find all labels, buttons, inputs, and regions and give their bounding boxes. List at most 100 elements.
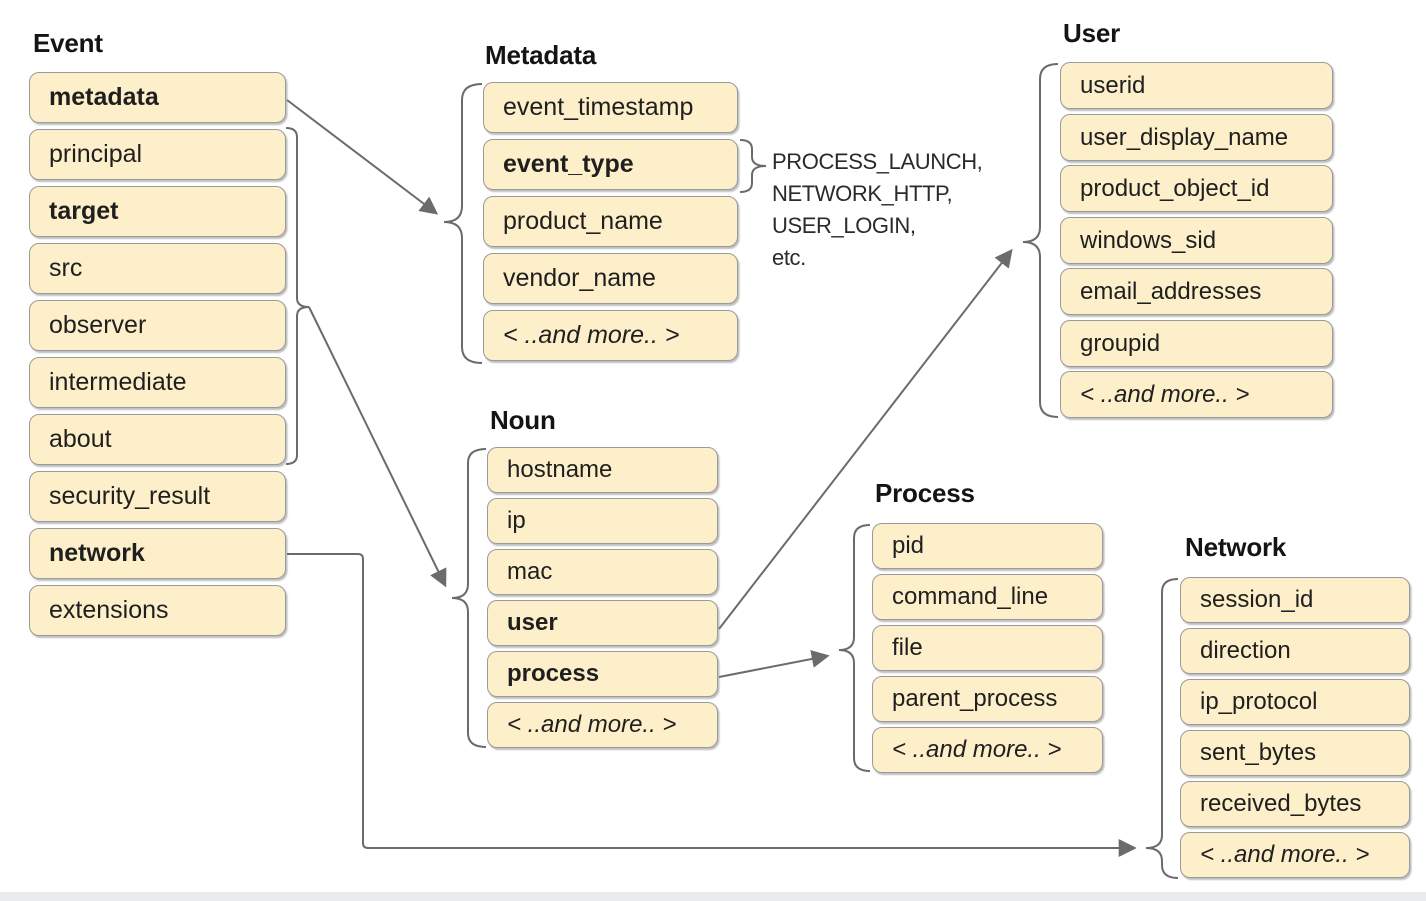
field-label: pid	[892, 532, 925, 559]
event-field-target: target	[29, 186, 286, 237]
noun-field-ip: ip	[487, 498, 718, 544]
field-label: hostname	[507, 456, 613, 483]
user-group-title: User	[1063, 18, 1121, 48]
field-label: extensions	[49, 596, 169, 624]
event-field-observer: observer	[29, 300, 286, 351]
metadata-group-title: Metadata	[485, 40, 597, 70]
field-label: process	[507, 660, 600, 687]
arrow-user-to-user-group	[718, 248, 1013, 630]
field-label: < ..and more.. >	[1200, 841, 1370, 868]
field-label: email_addresses	[1080, 277, 1262, 305]
process-field-command_line: command_line	[872, 574, 1103, 620]
metadata-field-event_type: event_type	[483, 139, 738, 190]
noun-field-and-more: < ..and more.. >	[487, 702, 718, 748]
user-field-and-more: < ..and more.. >	[1060, 371, 1333, 418]
network-field-and-more: < ..and more.. >	[1180, 832, 1410, 878]
event-field-principal: principal	[29, 129, 286, 180]
field-label: command_line	[892, 583, 1049, 610]
field-label: parent_process	[892, 685, 1058, 712]
noun-field-user: user	[487, 600, 718, 646]
process-brace	[838, 524, 871, 772]
network-field-session_id: session_id	[1180, 577, 1410, 623]
field-label: intermediate	[49, 368, 187, 396]
noun-group-title: Noun	[490, 405, 556, 435]
field-label: event_timestamp	[503, 93, 694, 121]
field-label: session_id	[1200, 586, 1314, 613]
user-field-userid: userid	[1060, 62, 1333, 109]
arrow-event-to-noun	[308, 306, 447, 588]
field-label: < ..and more.. >	[1080, 380, 1250, 408]
field-label: windows_sid	[1080, 226, 1217, 254]
event-type-example-line: USER_LOGIN,	[772, 213, 916, 238]
event-type-example-line: PROCESS_LAUNCH,	[772, 149, 983, 174]
field-label: event_type	[503, 150, 634, 178]
field-label: file	[892, 634, 923, 661]
page-bottom-divider	[0, 892, 1426, 901]
noun-field-mac: mac	[487, 549, 718, 595]
network-field-received_bytes: received_bytes	[1180, 781, 1410, 827]
field-label: sent_bytes	[1200, 739, 1317, 766]
field-label: ip_protocol	[1200, 688, 1318, 715]
metadata-field-product_name: product_name	[483, 196, 738, 247]
field-label: mac	[507, 558, 553, 585]
network-brace	[1145, 578, 1179, 879]
event-field-src: src	[29, 243, 286, 294]
field-label: observer	[49, 311, 147, 339]
field-label: src	[49, 254, 83, 282]
metadata-brace	[443, 83, 483, 364]
user-field-windows_sid: windows_sid	[1060, 217, 1333, 264]
process-field-pid: pid	[872, 523, 1103, 569]
event-group-bracket	[285, 127, 310, 465]
event-type-brace	[739, 139, 767, 193]
user-field-product_object_id: product_object_id	[1060, 165, 1333, 212]
arrow-metadata-to-metadata-group	[286, 99, 439, 215]
field-label: user	[507, 609, 558, 636]
user-field-user_display_name: user_display_name	[1060, 114, 1333, 161]
metadata-field-vendor_name: vendor_name	[483, 253, 738, 304]
process-field-parent_process: parent_process	[872, 676, 1103, 722]
event-field-about: about	[29, 414, 286, 465]
field-label: < ..and more.. >	[503, 321, 680, 349]
network-field-direction: direction	[1180, 628, 1410, 674]
arrow-process-to-process-group	[718, 650, 830, 678]
field-label: < ..and more.. >	[507, 711, 677, 738]
noun-brace	[451, 448, 487, 748]
noun-field-process: process	[487, 651, 718, 697]
field-label: userid	[1080, 71, 1146, 99]
field-label: metadata	[49, 83, 159, 111]
field-label: network	[49, 539, 145, 567]
user-field-email_addresses: email_addresses	[1060, 268, 1333, 315]
process-field-file: file	[872, 625, 1103, 671]
network-field-sent_bytes: sent_bytes	[1180, 730, 1410, 776]
noun-field-hostname: hostname	[487, 447, 718, 493]
process-group-title: Process	[875, 478, 975, 508]
user-field-groupid: groupid	[1060, 320, 1333, 367]
field-label: principal	[49, 140, 143, 168]
field-label: product_name	[503, 207, 663, 235]
network-group-title: Network	[1185, 532, 1287, 562]
field-label: security_result	[49, 482, 211, 510]
field-label: vendor_name	[503, 264, 656, 292]
event-type-example-line: etc.	[772, 245, 806, 270]
event-field-intermediate: intermediate	[29, 357, 286, 408]
event-field-security_result: security_result	[29, 471, 286, 522]
event-type-examples-note: PROCESS_LAUNCH,NETWORK_HTTP,USER_LOGIN,e…	[772, 146, 983, 274]
field-label: received_bytes	[1200, 790, 1362, 817]
event-field-extensions: extensions	[29, 585, 286, 636]
field-label: user_display_name	[1080, 123, 1289, 151]
field-label: target	[49, 197, 119, 225]
field-label: direction	[1200, 637, 1291, 664]
event-group-title: Event	[33, 28, 103, 58]
event-field-network: network	[29, 528, 286, 579]
process-field-and-more: < ..and more.. >	[872, 727, 1103, 773]
field-label: product_object_id	[1080, 174, 1270, 202]
field-label: ip	[507, 507, 526, 534]
event-field-metadata: metadata	[29, 72, 286, 123]
field-label: groupid	[1080, 329, 1161, 357]
metadata-field-event_timestamp: event_timestamp	[483, 82, 738, 133]
field-label: about	[49, 425, 112, 453]
network-field-ip_protocol: ip_protocol	[1180, 679, 1410, 725]
user-brace	[1022, 63, 1059, 418]
metadata-field-and-more: < ..and more.. >	[483, 310, 738, 361]
